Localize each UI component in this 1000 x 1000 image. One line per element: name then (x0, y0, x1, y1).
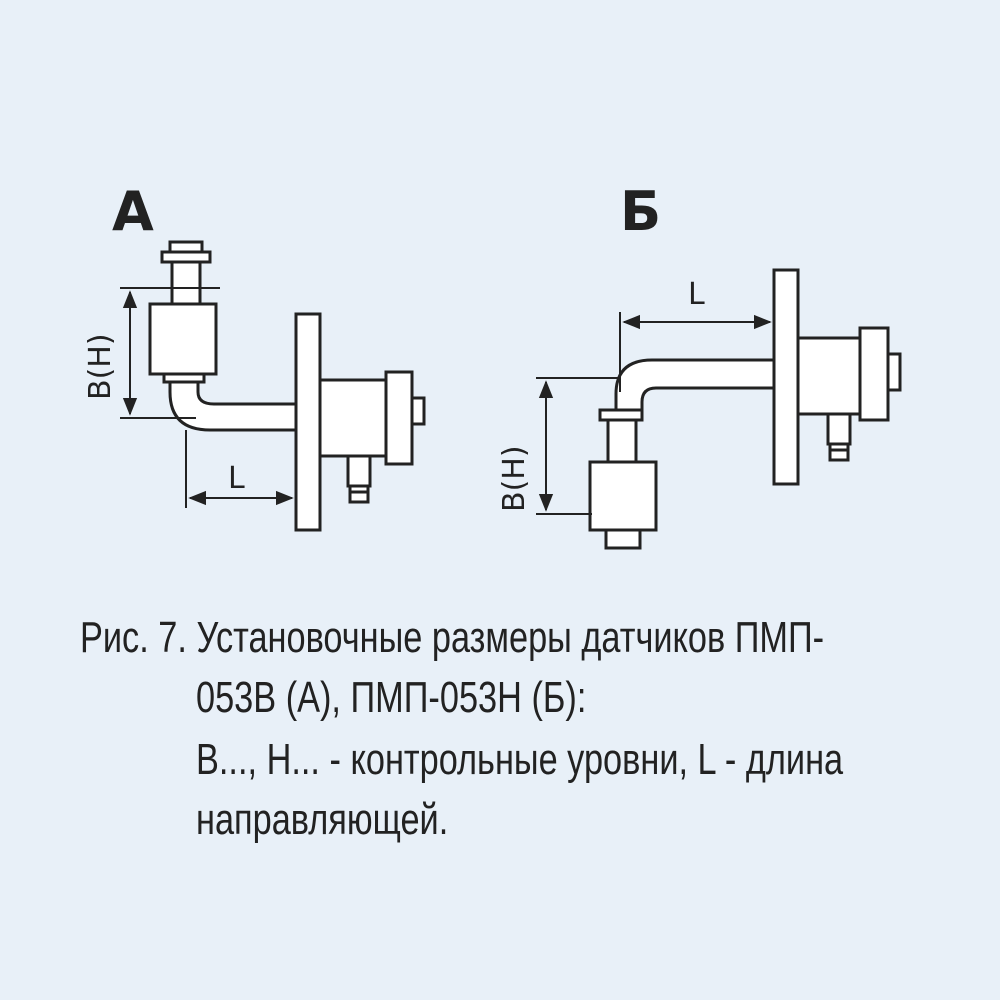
sensor-a-gland (346, 454, 372, 488)
sensor-a-stem (170, 260, 202, 306)
sensor-b-bottom-cap (604, 528, 642, 550)
dimension-l-a-label: L (228, 461, 245, 496)
view-b: Б (497, 180, 902, 550)
caption-line-2: 053В (А), ПМП-053Н (Б): (196, 673, 587, 722)
sensor-a-gland-nut (348, 484, 370, 504)
sensor-b-housing (796, 336, 862, 416)
sensor-a-housing (318, 378, 388, 458)
dimension-bh-b-label: B(H) (497, 445, 532, 512)
sensor-b-rear-plug (886, 352, 902, 392)
sensor-b-drawing (588, 268, 902, 550)
sensor-a-housing-cap (384, 370, 414, 466)
dimension-l-a (185, 430, 294, 508)
caption-line-1: Рис. 7. Установочные размеры датчиков ПМ… (80, 613, 825, 662)
sensor-b-gland (826, 412, 852, 446)
sensor-b-float (588, 460, 658, 532)
sensor-b-guide-tube (614, 358, 776, 412)
sensor-a-flange (294, 312, 322, 532)
caption-line-4: направляющей. (196, 795, 449, 844)
sensor-b-housing-cap (858, 326, 890, 422)
dimension-bh-b (536, 377, 620, 515)
dimension-bh-a (120, 287, 220, 419)
caption-line-3: В..., Н... - контрольные уровни, L - дли… (196, 735, 844, 784)
view-b-label: Б (620, 180, 661, 243)
sensor-a-drawing (148, 240, 426, 532)
dimension-l-b-label: L (688, 277, 705, 312)
sensor-installation-diagram: А (83, 180, 902, 550)
sensor-b-flange (772, 268, 800, 486)
view-a-label: А (112, 180, 154, 243)
sensor-a-rear-plug (410, 396, 426, 426)
sensor-b-gland-nut (828, 442, 850, 462)
sensor-a-float (148, 302, 218, 376)
sensor-b-stem (606, 418, 638, 464)
view-a: А (83, 180, 426, 532)
dimension-bh-a-label: B(H) (83, 333, 118, 400)
sensor-a-guide-tube (168, 380, 298, 432)
